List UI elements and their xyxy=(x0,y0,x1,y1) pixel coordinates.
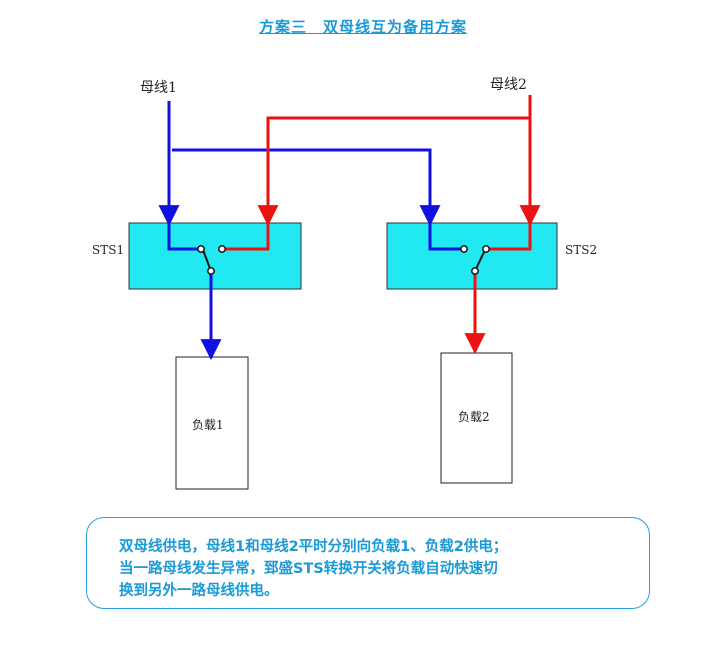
sts2-switch xyxy=(460,245,490,275)
bus1-label: 母线1 xyxy=(140,80,177,96)
load2-box xyxy=(440,352,513,484)
description-line-2: 当一路母线发生异常，郅盛STS转换开关将负载自动快速切 xyxy=(119,561,498,577)
load1-box xyxy=(175,356,249,490)
bus2-label: 母线2 xyxy=(490,77,527,93)
bus1-wiring xyxy=(158,101,464,361)
description-line-1: 双母线供电，母线1和母线2平时分别向负载1、负载2供电； xyxy=(119,539,508,555)
page-title: 方案三 双母线互为备用方案 xyxy=(258,18,467,36)
description-line-3: 换到另外一路母线供电。 xyxy=(119,583,279,599)
sts1-label: STS1 xyxy=(92,243,124,257)
description-box: 双母线供电，母线1和母线2平时分别向负载1、负载2供电； 当一路母线发生异常，郅… xyxy=(86,517,650,609)
bus2-wiring xyxy=(222,95,541,355)
sts1-switch xyxy=(197,245,226,275)
sts2-label: STS2 xyxy=(565,243,597,257)
load1-label: 负载1 xyxy=(192,418,224,432)
sts1-box xyxy=(128,222,302,290)
load2-label: 负载2 xyxy=(458,410,490,424)
